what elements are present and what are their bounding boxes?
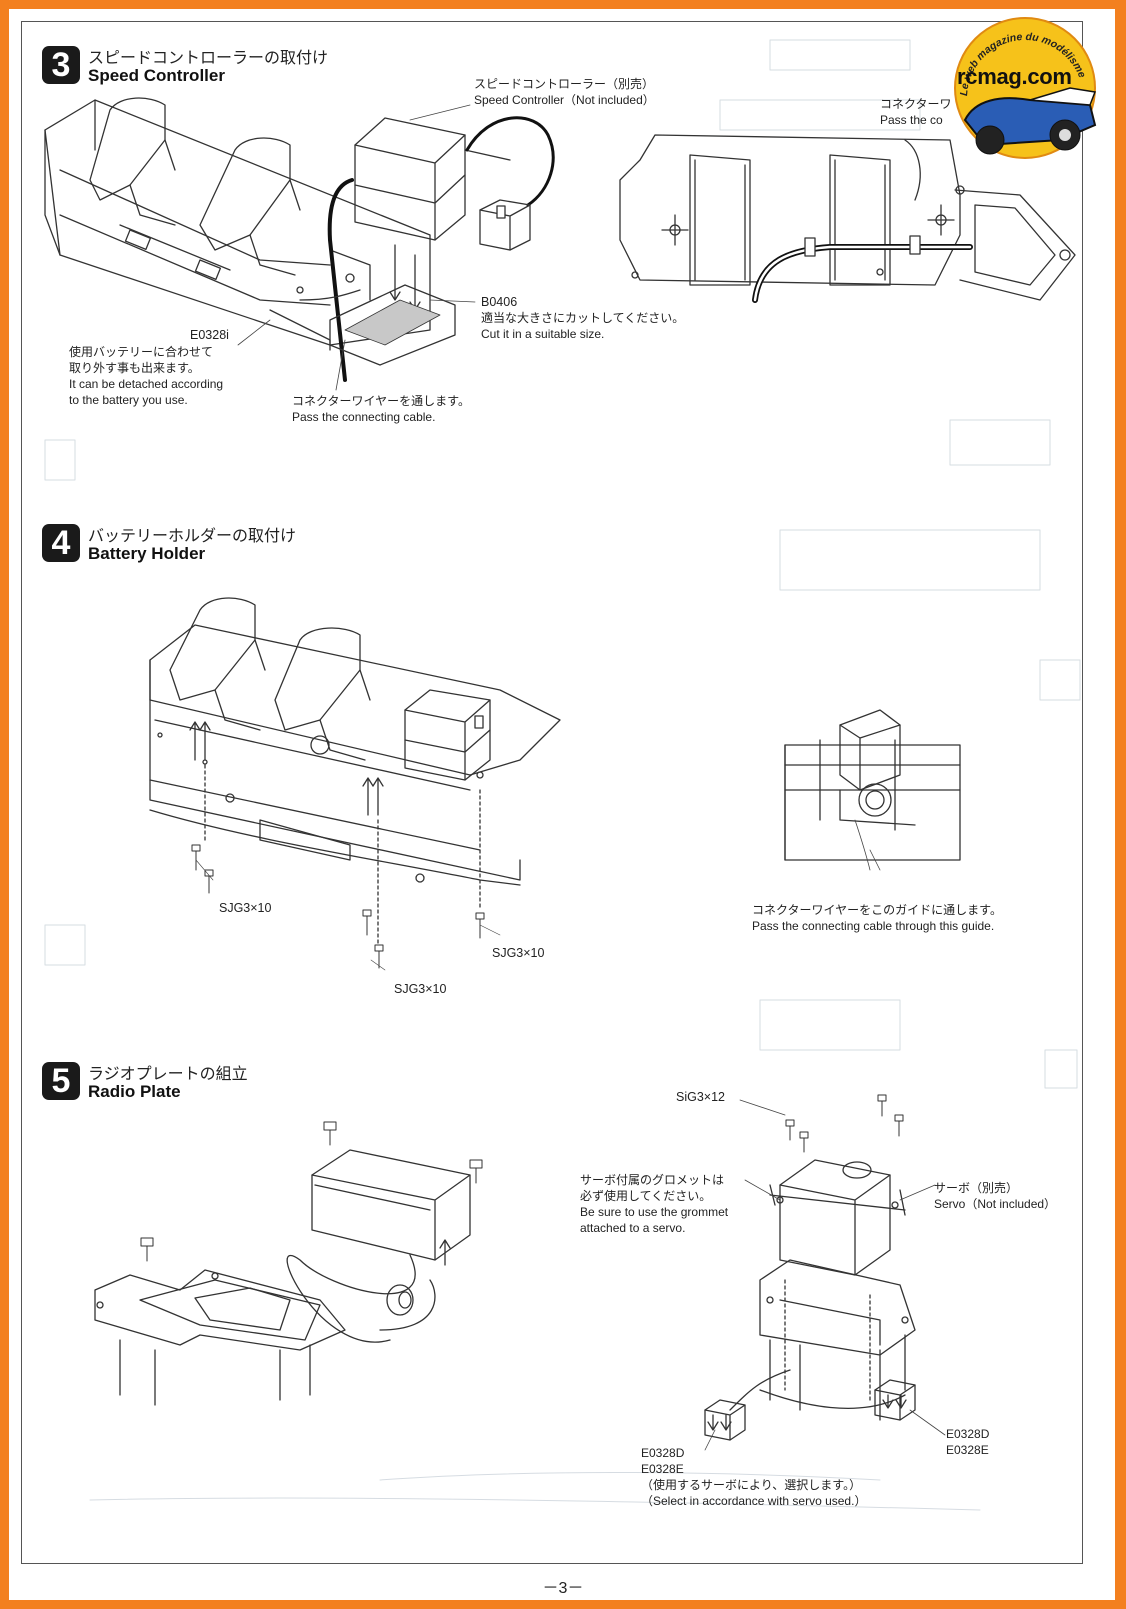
mount-left-parts: E0328D E0328E （使用するサーボにより、選択します。） （Selec… bbox=[641, 1445, 866, 1509]
speed-controller-drawing bbox=[299, 116, 555, 382]
pass-cable-note: コネクターワイヤーを通します。 Pass the connecting cabl… bbox=[292, 393, 470, 425]
rcmag-logo bbox=[954, 17, 1097, 159]
step-title-jp: スピードコントローラーの取付け bbox=[88, 48, 329, 67]
screw-label: SJG3×10 bbox=[492, 946, 545, 960]
note-jp-line2: 必ず使用してください。 bbox=[580, 1189, 712, 1203]
step3-chassis-drawing bbox=[44, 97, 431, 351]
note-en: Servo（Not included） bbox=[934, 1197, 1057, 1211]
screw-label: SJG3×10 bbox=[394, 982, 447, 996]
screw-label-sig3x12: SiG3×12 bbox=[676, 1090, 725, 1104]
note-en: Pass the connecting cable through this g… bbox=[752, 919, 995, 933]
step-title-en: Battery Holder bbox=[88, 544, 206, 563]
note-en-line1: It can be detached according bbox=[69, 377, 224, 391]
part-number: E0328E bbox=[641, 1462, 684, 1476]
note-jp: コネクターワイヤーを通します。 bbox=[292, 394, 470, 408]
page-number: －3－ bbox=[542, 1580, 584, 1597]
logo-tagline: Le web magazine du modélisme bbox=[958, 31, 1088, 96]
manual-page bbox=[9, 9, 1115, 1600]
step-title-en: Radio Plate bbox=[88, 1082, 181, 1101]
step5-servo-mount-drawing bbox=[704, 1094, 946, 1451]
note-en: Pass the co bbox=[880, 113, 943, 127]
note-jp-line2: 取り外す事も出来ます。 bbox=[69, 361, 200, 375]
note-jp: コネクターワイヤーをこのガイドに通します。 bbox=[752, 903, 1002, 917]
part-number: E0328E bbox=[946, 1443, 989, 1457]
note-jp-line1: 使用バッテリーに合わせて bbox=[69, 345, 214, 359]
cut-note: 適当な大きさにカットしてください。 Cut it in a suitable s… bbox=[481, 310, 684, 342]
note-jp: サーボ（別売） bbox=[934, 1181, 1019, 1195]
note-jp: 適当な大きさにカットしてください。 bbox=[481, 311, 685, 325]
cable-guide-note: コネクターワイヤーをこのガイドに通します。 Pass the connectin… bbox=[752, 902, 1002, 934]
note-en: Pass the connecting cable. bbox=[292, 410, 436, 424]
part-number-b0406: B0406 bbox=[481, 295, 518, 309]
note-jp: コネクターワ bbox=[880, 97, 952, 111]
part-number: E0328D bbox=[641, 1446, 685, 1460]
speed-controller-note: スピードコントローラー（別売） Speed Controller（Not inc… bbox=[474, 76, 655, 108]
note-jp: スピードコントローラー（別売） bbox=[474, 77, 655, 91]
step-number-badge: 3 bbox=[42, 46, 80, 84]
step5-radio-plate-drawing bbox=[94, 1121, 483, 1406]
select-note-jp: （使用するサーボにより、選択します。） bbox=[641, 1478, 862, 1492]
note-en: Cut it in a suitable size. bbox=[481, 327, 605, 341]
step-title-jp: バッテリーホルダーの取付け bbox=[88, 526, 297, 545]
grommet-note: サーボ付属のグロメットは 必ず使用してください。 Be sure to use … bbox=[580, 1172, 728, 1236]
servo-note: サーボ（別売） Servo（Not included） bbox=[934, 1180, 1056, 1212]
note-en-line2: attached to a servo. bbox=[580, 1221, 686, 1235]
step-title-jp: ラジオプレートの組立 bbox=[88, 1064, 248, 1083]
note-en-line2: to the battery you use. bbox=[69, 393, 188, 407]
select-note-en: （Select in accordance with servo used.） bbox=[641, 1494, 867, 1508]
part-number: E0328D bbox=[946, 1427, 990, 1441]
part-number-e0328i: E0328i bbox=[190, 328, 229, 342]
cable-guide-detail-drawing bbox=[784, 709, 961, 871]
note-en-line1: Be sure to use the grommet bbox=[580, 1205, 729, 1219]
logo-name: rcmag.com bbox=[957, 64, 1072, 89]
pass-cable-right-note: コネクターワ Pass the co bbox=[880, 96, 952, 128]
step-number-badge: 4 bbox=[42, 524, 80, 562]
screw-label: SJG3×10 bbox=[219, 901, 272, 915]
note-en: Speed Controller（Not included） bbox=[474, 93, 655, 107]
step4-chassis-drawing bbox=[149, 597, 561, 971]
note-jp-line1: サーボ付属のグロメットは bbox=[580, 1173, 725, 1187]
step-number-badge: 5 bbox=[42, 1062, 80, 1100]
bleed-through-ghost bbox=[44, 39, 1081, 1511]
page-frame bbox=[21, 21, 1083, 1564]
detach-note: 使用バッテリーに合わせて 取り外す事も出来ます。 It can be detac… bbox=[69, 344, 223, 408]
step3-top-view-drawing bbox=[619, 134, 1076, 303]
step-title-en: Speed Controller bbox=[88, 66, 225, 85]
mount-right-parts: E0328D E0328E bbox=[946, 1426, 989, 1458]
